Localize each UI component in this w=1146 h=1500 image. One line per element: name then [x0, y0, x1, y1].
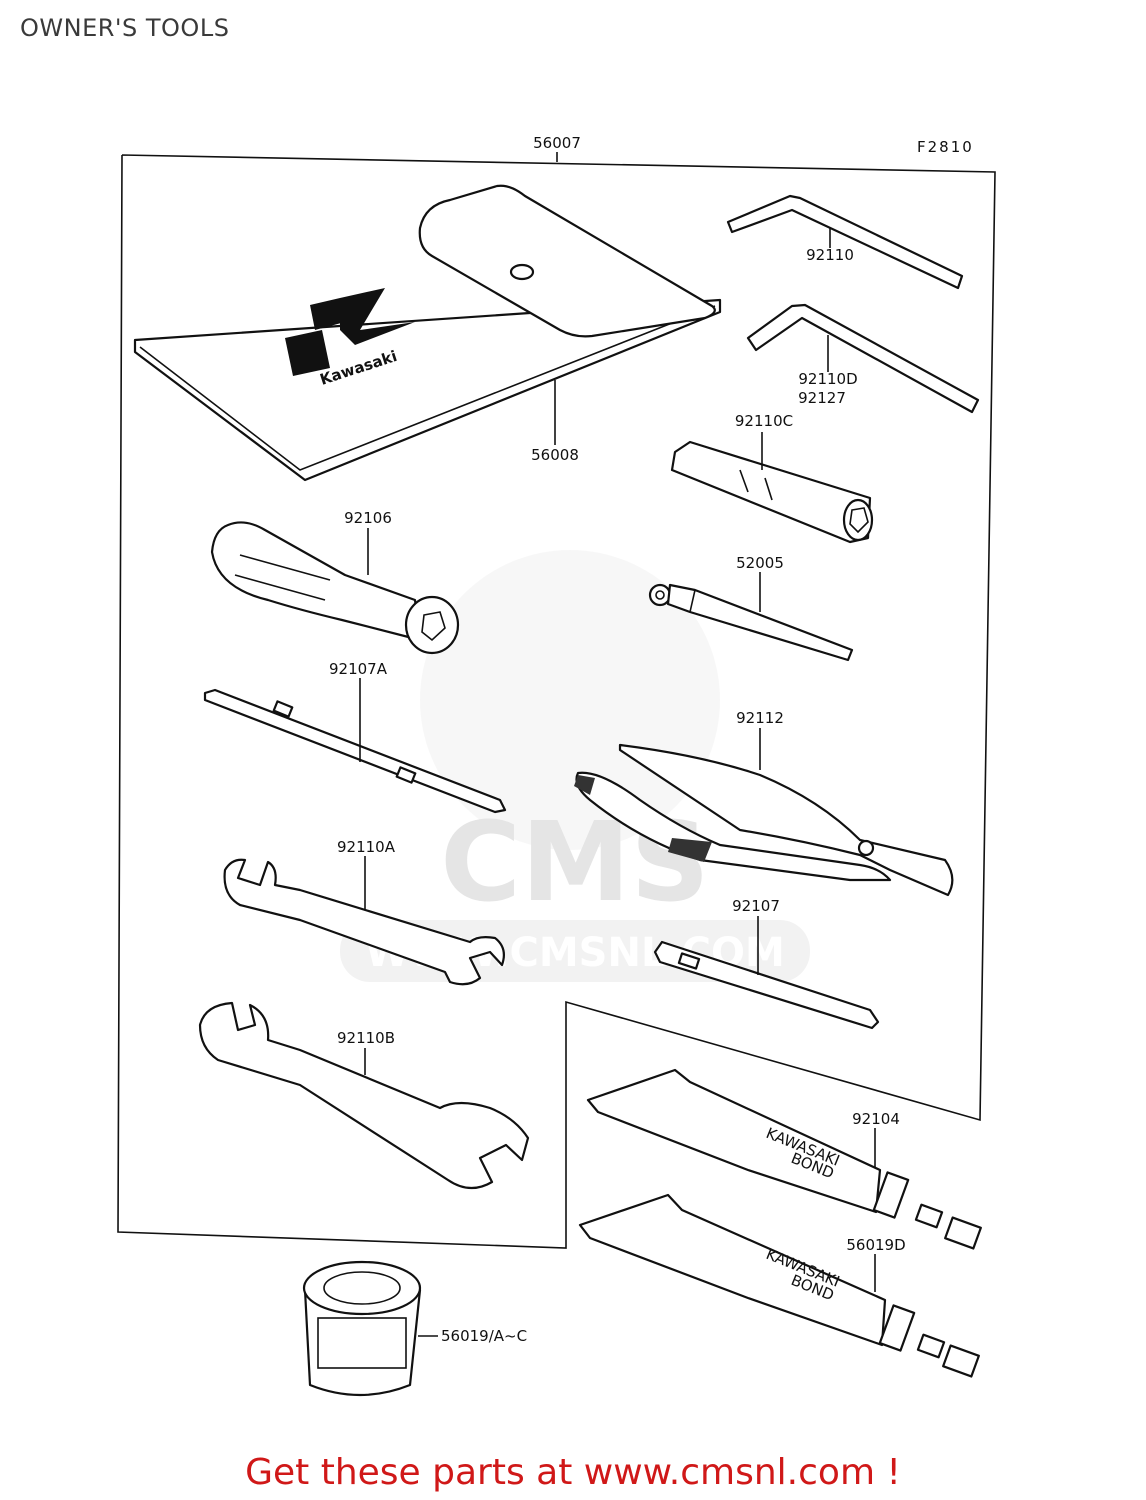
part-number: 92104 — [852, 1110, 900, 1128]
hex-wrench-92110d — [746, 303, 980, 414]
grease-can — [302, 1260, 422, 1397]
figure-code: F2810 — [917, 138, 974, 156]
part-number: 92106 — [344, 509, 392, 527]
svg-text:CMS: CMS — [440, 798, 709, 926]
screwdriver-bit — [653, 940, 880, 1030]
part-number: 56007 — [533, 134, 581, 152]
extension-bar — [648, 583, 854, 662]
bond-tube-92104: KAWASAKI BOND — [586, 1068, 982, 1250]
screwdriver-handle — [210, 521, 460, 655]
part-number: 92110A — [337, 838, 396, 856]
part-number: 92127 — [798, 389, 846, 407]
footer-link[interactable]: Get these parts at www.cmsnl.com ! — [245, 1452, 901, 1493]
bond-tube-56019d: KAWASAKI BOND — [578, 1193, 980, 1378]
pliers — [574, 743, 954, 897]
part-number: 92112 — [736, 709, 784, 727]
open-end-wrench-b — [198, 1001, 530, 1190]
page-title: OWNER'S TOOLS — [20, 14, 230, 42]
part-number: 56019D — [846, 1236, 905, 1254]
part-labels: 56007 56008 92110 92110D 92127 92110C 92… — [329, 134, 906, 1345]
leader-lines — [359, 228, 876, 1337]
tool-kit-frame — [117, 152, 996, 1249]
tool-pouch: Kawasaki — [133, 184, 722, 482]
part-number: 56008 — [531, 446, 579, 464]
spark-plug-wrench — [670, 440, 874, 544]
part-number: 52005 — [736, 554, 784, 572]
part-number: 56019/A~C — [441, 1327, 527, 1345]
part-number: 92107 — [732, 897, 780, 915]
hex-wrench-92110 — [726, 194, 964, 290]
part-number: 92110 — [806, 246, 854, 264]
part-number: 92110C — [735, 412, 793, 430]
part-number: 92110D — [798, 370, 857, 388]
open-end-wrench-a — [223, 858, 505, 986]
part-number: 92107A — [329, 660, 388, 678]
double-ended-screwdriver — [203, 688, 507, 814]
part-number: 92110B — [337, 1029, 395, 1047]
